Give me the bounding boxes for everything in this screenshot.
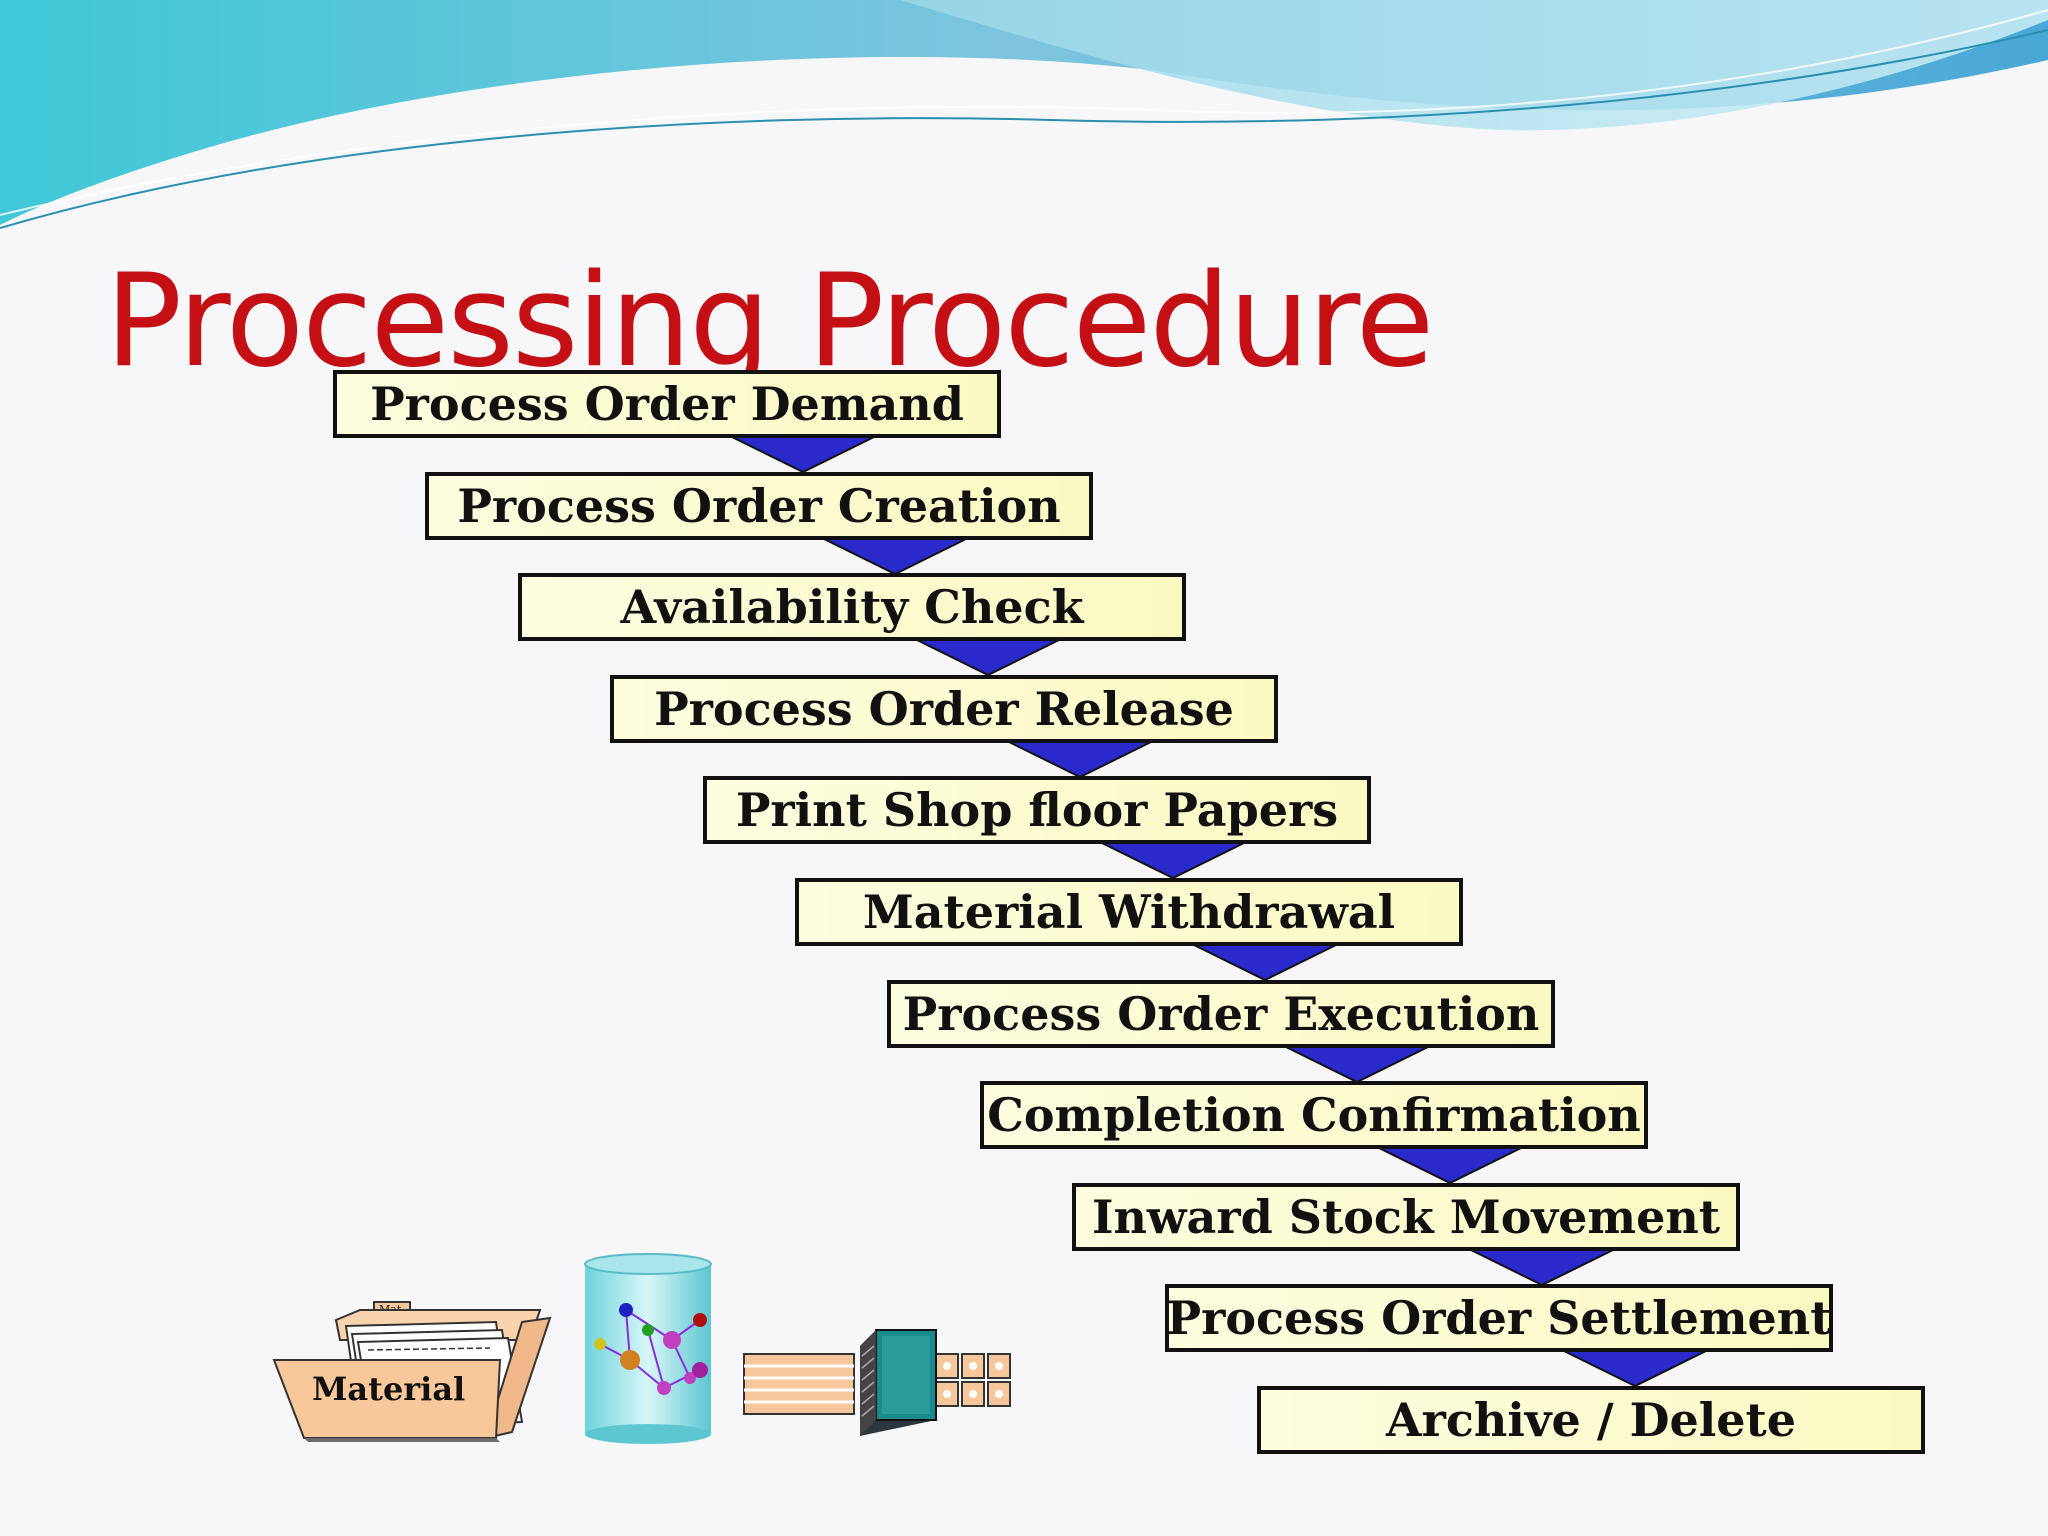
process-step: Process Order Execution xyxy=(887,980,1555,1048)
process-step: Availability Check xyxy=(518,573,1186,641)
process-step: Process Order Release xyxy=(610,675,1278,743)
flow-arrow-shape xyxy=(729,435,877,474)
flow-arrow-shape xyxy=(1468,1248,1616,1287)
flow-arrow-shape xyxy=(1283,1045,1431,1084)
flow-arrow xyxy=(1191,943,1339,982)
folder-label: Material xyxy=(312,1370,465,1408)
header-wave-decoration xyxy=(0,0,2048,229)
page-title: Processing Procedure xyxy=(105,247,1434,396)
flow-arrow xyxy=(1376,1146,1524,1185)
database-molecule-icon xyxy=(584,1253,712,1444)
process-step: Process Order Settlement xyxy=(1165,1284,1833,1352)
process-step: Process Order Demand xyxy=(333,370,1001,438)
chip-processor-icon xyxy=(743,1329,1011,1436)
process-step: Material Withdrawal xyxy=(795,878,1463,946)
illustration-icons: Mat Material xyxy=(272,1253,1011,1444)
flow-arrow-shape xyxy=(821,537,969,576)
flow-arrow xyxy=(914,638,1062,677)
flow-arrow xyxy=(1283,1045,1431,1084)
process-step: Inward Stock Movement xyxy=(1072,1183,1740,1251)
flow-arrow-shape xyxy=(1006,740,1154,779)
process-step: Print Shop floor Papers xyxy=(703,776,1371,844)
process-step: Completion Confirmation xyxy=(980,1081,1648,1149)
process-step: Archive / Delete xyxy=(1257,1386,1925,1454)
flow-arrow-shape xyxy=(1099,841,1247,880)
process-step: Process Order Creation xyxy=(425,472,1093,540)
flow-arrow-shape xyxy=(1561,1349,1709,1388)
flow-arrow xyxy=(821,537,969,576)
flow-arrow xyxy=(1468,1248,1616,1287)
flow-arrow-shape xyxy=(1191,943,1339,982)
folder-icon: Mat Material xyxy=(272,1301,552,1442)
flow-arrow xyxy=(1561,1349,1709,1388)
flow-arrow-shape xyxy=(1376,1146,1524,1185)
flow-arrow xyxy=(729,435,877,474)
flow-arrow xyxy=(1006,740,1154,779)
flow-arrow-shape xyxy=(914,638,1062,677)
flow-arrow xyxy=(1099,841,1247,880)
